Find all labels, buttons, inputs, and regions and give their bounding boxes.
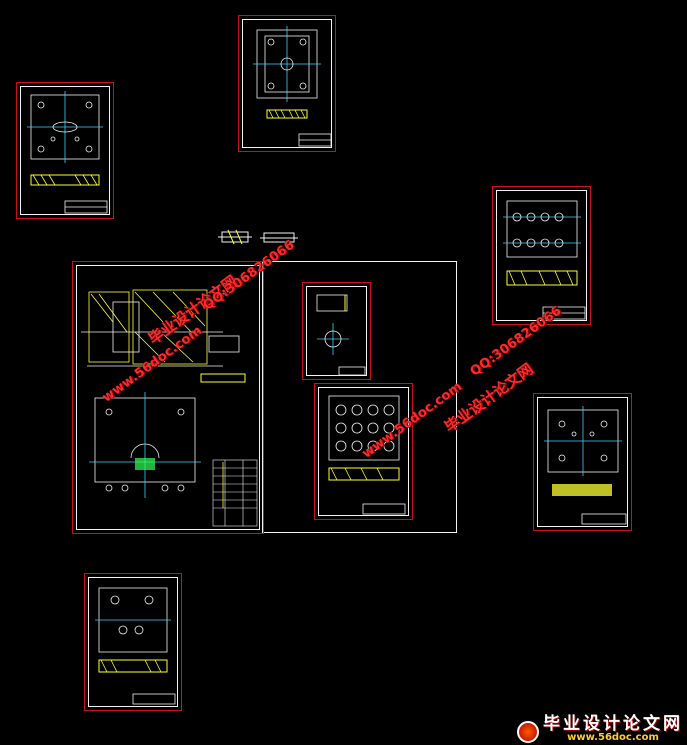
sheet-top-left[interactable] xyxy=(16,82,114,219)
sheet-mid[interactable] xyxy=(314,383,413,520)
sheet-top-center[interactable] xyxy=(238,15,336,152)
sheet-assembly[interactable] xyxy=(72,261,264,534)
layout-frame xyxy=(262,261,457,533)
sheet-right-upper[interactable] xyxy=(492,186,591,325)
logo-url: www.56doc.com xyxy=(567,732,659,743)
logo-mark-icon xyxy=(517,721,539,743)
sheet-small-center[interactable] xyxy=(302,282,371,380)
sheet-right-lower[interactable] xyxy=(533,393,632,531)
sheet-bottom-left[interactable] xyxy=(84,573,182,711)
site-logo[interactable]: 毕业设计论文网 www.56doc.com xyxy=(517,716,683,743)
logo-title: 毕业设计论文网 xyxy=(543,714,683,734)
